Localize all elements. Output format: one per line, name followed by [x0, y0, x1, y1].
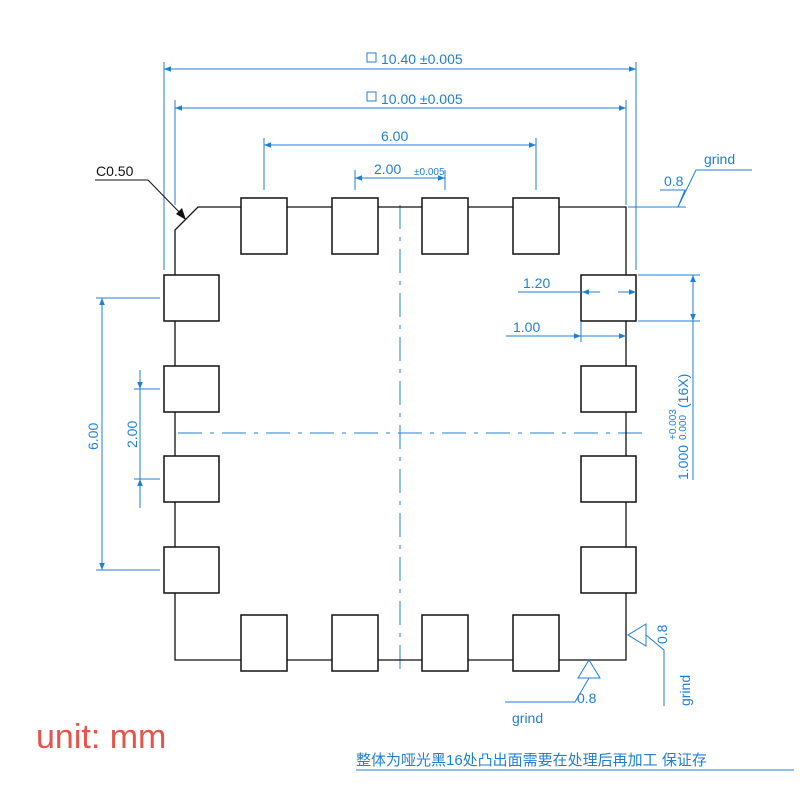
finish-top-right-value: 0.8: [664, 173, 684, 189]
pad-top-4: [512, 197, 560, 255]
pad-left-2: [163, 365, 220, 413]
finish-bottom-symbol: [505, 659, 601, 703]
dim-left-span: 6.00: [85, 423, 101, 450]
chamfer-arrow: [176, 208, 186, 220]
pad-bottom-2: [331, 614, 379, 672]
pad-left-4: [163, 546, 220, 594]
dim-pad-depth: 1.00: [513, 319, 540, 335]
pad-bottom-3: [421, 614, 469, 672]
finish-bottom-value: 0.8: [577, 690, 597, 706]
dim-pad-length: 1.20: [523, 275, 550, 291]
dim-inner-width: 10.00 ±0.005: [381, 91, 463, 107]
dim-left-pitch: 2.00: [124, 421, 140, 448]
unit-label: unit: mm: [36, 718, 166, 756]
dim-pad-width-tol-upper: +0.003: [668, 409, 679, 440]
pad-top-1: [240, 197, 288, 255]
dim-pad-width-value: 1.000: [675, 445, 691, 480]
pad-top-2: [331, 197, 379, 255]
dim-top-pitch: 2.00: [374, 161, 401, 177]
dim-pad-width-tol-lower: 0.000: [678, 415, 689, 440]
finish-right-label: grind: [677, 675, 693, 706]
pad-right-1: [580, 274, 637, 322]
pad-right-2: [580, 365, 637, 413]
dim-pad-width-count: (16X): [675, 374, 691, 408]
process-note: 整体为哑光黑16处凸出面需要在处理后再加工 保证存: [356, 752, 707, 769]
finish-top-right-symbol: [660, 169, 752, 208]
finish-right-value: 0.8: [654, 624, 670, 644]
pad-width-label-group: 1.000 +0.003 0.000 (16X): [668, 374, 691, 480]
dim-chamfer: C0.50: [96, 163, 134, 179]
chamfer-leader-diagonal: [147, 179, 184, 217]
square-symbol: [366, 91, 377, 102]
square-symbol: [366, 52, 377, 63]
dim-top-span: 6.00: [381, 128, 408, 144]
pad-bottom-1: [240, 614, 288, 672]
dim-outer-width: 10.40 ±0.005: [381, 51, 463, 67]
pad-bottom-4: [512, 614, 560, 672]
pad-right-4: [580, 546, 637, 594]
finish-top-right-label: grind: [704, 151, 735, 167]
pad-top-3: [421, 197, 469, 255]
pad-left-1: [163, 274, 220, 322]
pad-left-3: [163, 455, 220, 503]
finish-bottom-label: grind: [512, 710, 543, 726]
finish-right-symbol: [627, 623, 665, 706]
pad-right-3: [580, 455, 637, 503]
dim-top-pitch-tol: ±0.005: [414, 167, 445, 178]
